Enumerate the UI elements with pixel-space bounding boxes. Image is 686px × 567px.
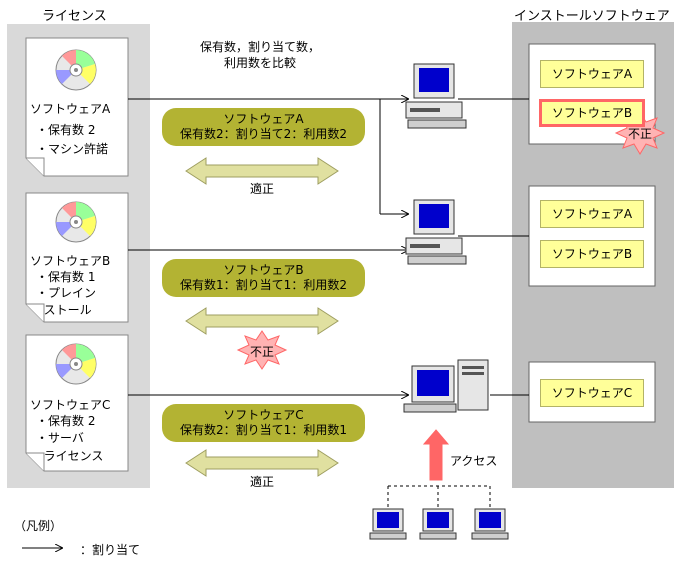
license-line: ・保有数 2 (36, 123, 96, 137)
comparison-pill-a: ソフトウェアA 保有数2：割り当て2：利用数2 (162, 108, 365, 146)
license-line: ライセンス (36, 449, 104, 463)
result-label-b: 不正 (249, 345, 274, 359)
legend-arrow-label: ：割り当て (80, 543, 141, 557)
comparison-counts: 保有数2：割り当て1：利用数1 (180, 423, 347, 437)
license-line: ・マシン許諾 (36, 142, 109, 156)
installed-item-3a: ソフトウェアC (540, 379, 644, 407)
access-arrow (422, 429, 450, 481)
comparison-name: ソフトウェアA (223, 112, 304, 126)
pc-icon-2 (405, 199, 467, 265)
license-line: ・サーバ (36, 431, 84, 445)
double-arrow-b (185, 307, 339, 335)
compare-caption-2: 利用数を比較 (223, 56, 296, 70)
result-label-c: 適正 (249, 475, 274, 489)
license-line: ストール (36, 303, 92, 317)
license-name: ソフトウェアC (30, 398, 111, 412)
comparison-name: ソフトウェアC (223, 408, 304, 422)
cd-icon-a (55, 49, 97, 91)
license-name: ソフトウェアA (30, 102, 111, 116)
result-label-a: 適正 (249, 182, 274, 196)
license-card-a-shape (25, 37, 129, 177)
licenses-header: ライセンス (42, 9, 107, 24)
compare-caption-1: 保有数，割り当て数， (199, 40, 320, 54)
installed-item-2a: ソフトウェアA (540, 200, 644, 228)
client-pc-icon-2 (419, 508, 457, 540)
license-card-b-shape (25, 192, 129, 323)
double-arrow-c (185, 449, 339, 477)
double-arrow-a (185, 157, 339, 185)
starburst-icon-compare (236, 330, 288, 370)
license-line: ・保有数 1 (36, 270, 96, 284)
installed-badge: 不正 (627, 127, 652, 141)
client-pc-icon-1 (369, 508, 407, 540)
comparison-pill-c: ソフトウェアC 保有数2：割り当て1：利用数1 (162, 404, 365, 442)
license-line: ・プレイン (36, 286, 97, 300)
license-name: ソフトウェアB (30, 254, 111, 268)
server-icon (403, 359, 489, 413)
installed-item-2b: ソフトウェアB (540, 240, 644, 268)
license-card-c-shape (25, 334, 129, 472)
comparison-counts: 保有数2：割り当て2：利用数2 (180, 127, 347, 141)
cd-icon-c (55, 343, 97, 385)
installed-item-1b: ソフトウェアB (539, 99, 645, 127)
license-line: ・保有数 2 (36, 414, 96, 428)
comparison-counts: 保有数1：割り当て1：利用数2 (180, 278, 347, 292)
pc-icon-1 (405, 63, 467, 129)
installed-item-1a: ソフトウェアA (540, 60, 644, 88)
legend-title: （凡例） (14, 519, 63, 533)
access-label: アクセス (450, 454, 498, 468)
client-pc-icon-3 (471, 508, 509, 540)
installed-header: インストールソフトウェア (514, 9, 670, 24)
comparison-name: ソフトウェアB (223, 263, 304, 277)
comparison-pill-b: ソフトウェアB 保有数1：割り当て1：利用数2 (162, 259, 365, 297)
cd-icon-b (55, 201, 97, 243)
